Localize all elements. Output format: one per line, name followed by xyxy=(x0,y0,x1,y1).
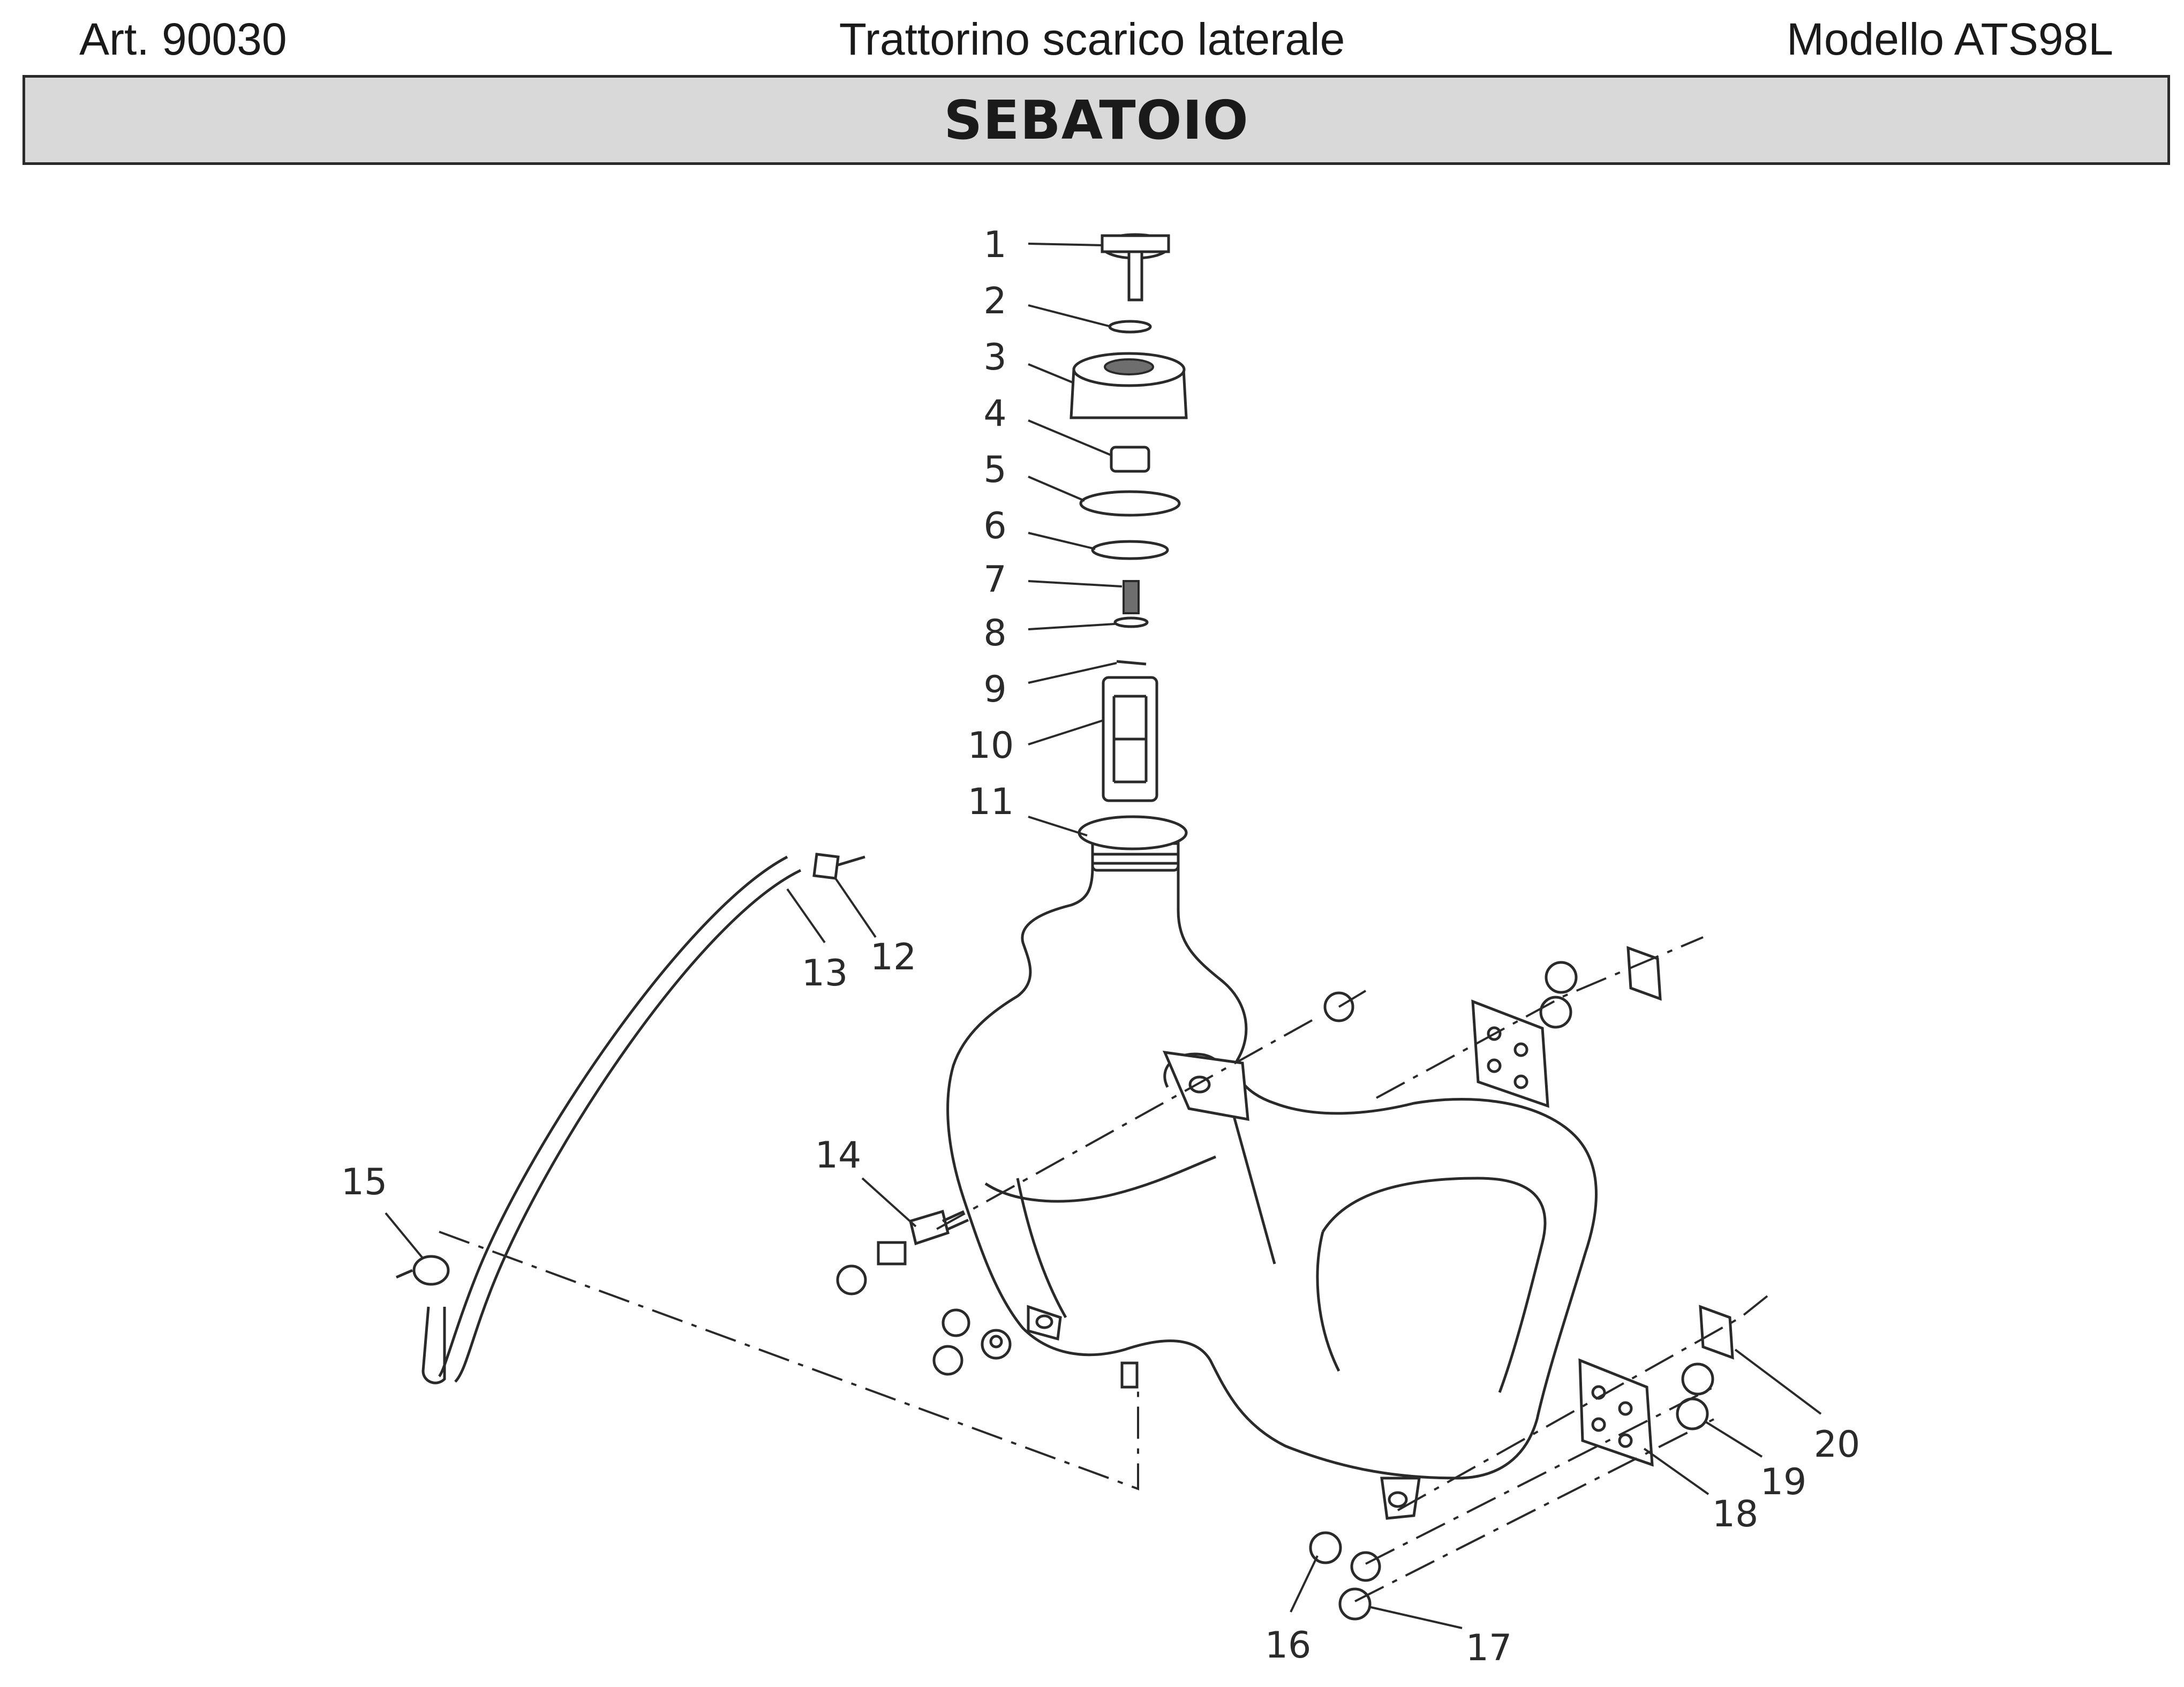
callout-13: 13 xyxy=(802,952,848,995)
callout-17: 17 xyxy=(1466,1627,1512,1669)
model-number: Modello ATS98L xyxy=(1786,14,2113,64)
callout-2: 2 xyxy=(983,280,1006,322)
fuel-hose xyxy=(396,853,865,1384)
cap-assembly xyxy=(1070,233,1188,850)
section-banner: SEBATOIO xyxy=(22,75,2170,165)
callout-18: 18 xyxy=(1712,1493,1759,1535)
callout-9: 9 xyxy=(983,668,1006,711)
callout-12: 12 xyxy=(870,936,917,978)
callout-8: 8 xyxy=(983,612,1006,654)
callout-11: 11 xyxy=(968,781,1014,823)
callouts: 1 2 3 4 5 6 7 8 9 10 11 12 13 14 15 16 1… xyxy=(341,224,1861,1669)
fasteners xyxy=(836,946,1734,1621)
leader-lines xyxy=(385,243,1822,1629)
callout-19: 19 xyxy=(1760,1461,1807,1503)
callout-3: 3 xyxy=(983,336,1006,379)
callout-14: 14 xyxy=(815,1134,862,1177)
callout-20: 20 xyxy=(1814,1424,1861,1466)
section-title: SEBATOIO xyxy=(944,88,1249,152)
callout-1: 1 xyxy=(983,224,1006,266)
callout-16: 16 xyxy=(1265,1624,1312,1667)
fuel-tank xyxy=(946,831,1598,1520)
machine-description: Trattorino scarico laterale xyxy=(839,14,1345,64)
article-number: Art. 90030 xyxy=(79,14,287,64)
callout-15: 15 xyxy=(341,1161,388,1203)
assembly-lines xyxy=(439,936,1768,1602)
callout-7: 7 xyxy=(983,559,1006,601)
callout-6: 6 xyxy=(983,505,1006,547)
callout-4: 4 xyxy=(983,393,1006,435)
callout-5: 5 xyxy=(983,449,1006,491)
callout-10: 10 xyxy=(968,725,1014,767)
